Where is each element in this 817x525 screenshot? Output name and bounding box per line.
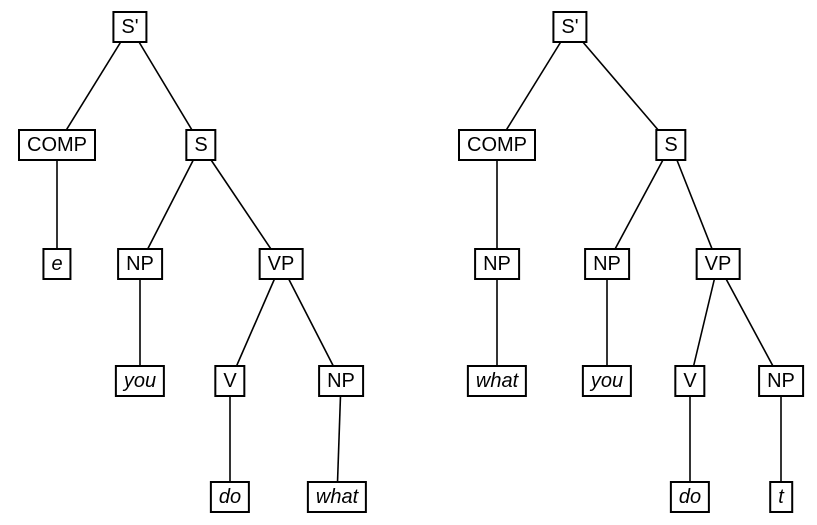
right-tree-node-comp: COMP (458, 129, 536, 161)
left-tree-node-you: you (114, 365, 166, 397)
left-tree-node-s-bar: S' (112, 11, 148, 43)
right-tree-node-you: you (581, 365, 633, 397)
left-tree-edge-vp-np-obj (280, 263, 342, 382)
left-tree-node-do: do (209, 481, 251, 513)
right-tree-node-v: V (674, 365, 706, 397)
right-tree-edge-s-vp (670, 144, 719, 265)
right-tree-node-what: what (466, 365, 528, 397)
right-tree-node-do: do (669, 481, 711, 513)
right-tree-node-s: S (655, 129, 687, 161)
right-tree-edge-s-bar-s (569, 26, 672, 146)
right-tree-node-vp: VP (695, 248, 741, 280)
right-tree-edge-vp-v (689, 263, 719, 382)
left-tree-node-e: e (42, 248, 72, 280)
left-tree-node-comp: COMP (18, 129, 96, 161)
left-tree-edge-s-np-subj (139, 144, 202, 265)
right-tree-node-np-subj: NP (584, 248, 630, 280)
left-tree-node-vp: VP (258, 248, 304, 280)
left-tree-node-np-subj: NP (117, 248, 163, 280)
right-tree-edge-s-np-subj (606, 144, 672, 265)
left-tree-edge-s-bar-comp (56, 26, 131, 146)
right-tree-edge-s-bar-comp (496, 26, 571, 146)
left-tree-node-s: S (185, 129, 217, 161)
left-tree-edge-s-bar-s (129, 26, 202, 146)
left-tree-node-v: V (214, 365, 246, 397)
right-tree-node-s-bar: S' (552, 11, 588, 43)
left-tree-node-np-obj: NP (318, 365, 364, 397)
left-tree-edge-vp-v (229, 263, 282, 382)
right-tree-edge-vp-np-obj (717, 263, 782, 382)
left-tree-edge-s-vp (200, 144, 282, 265)
left-tree-edge-np-obj-what (336, 380, 342, 498)
right-tree-node-np-obj: NP (758, 365, 804, 397)
right-tree-node-np-comp: NP (474, 248, 520, 280)
left-tree-node-what: what (306, 481, 368, 513)
right-tree-node-t: t (769, 481, 793, 513)
